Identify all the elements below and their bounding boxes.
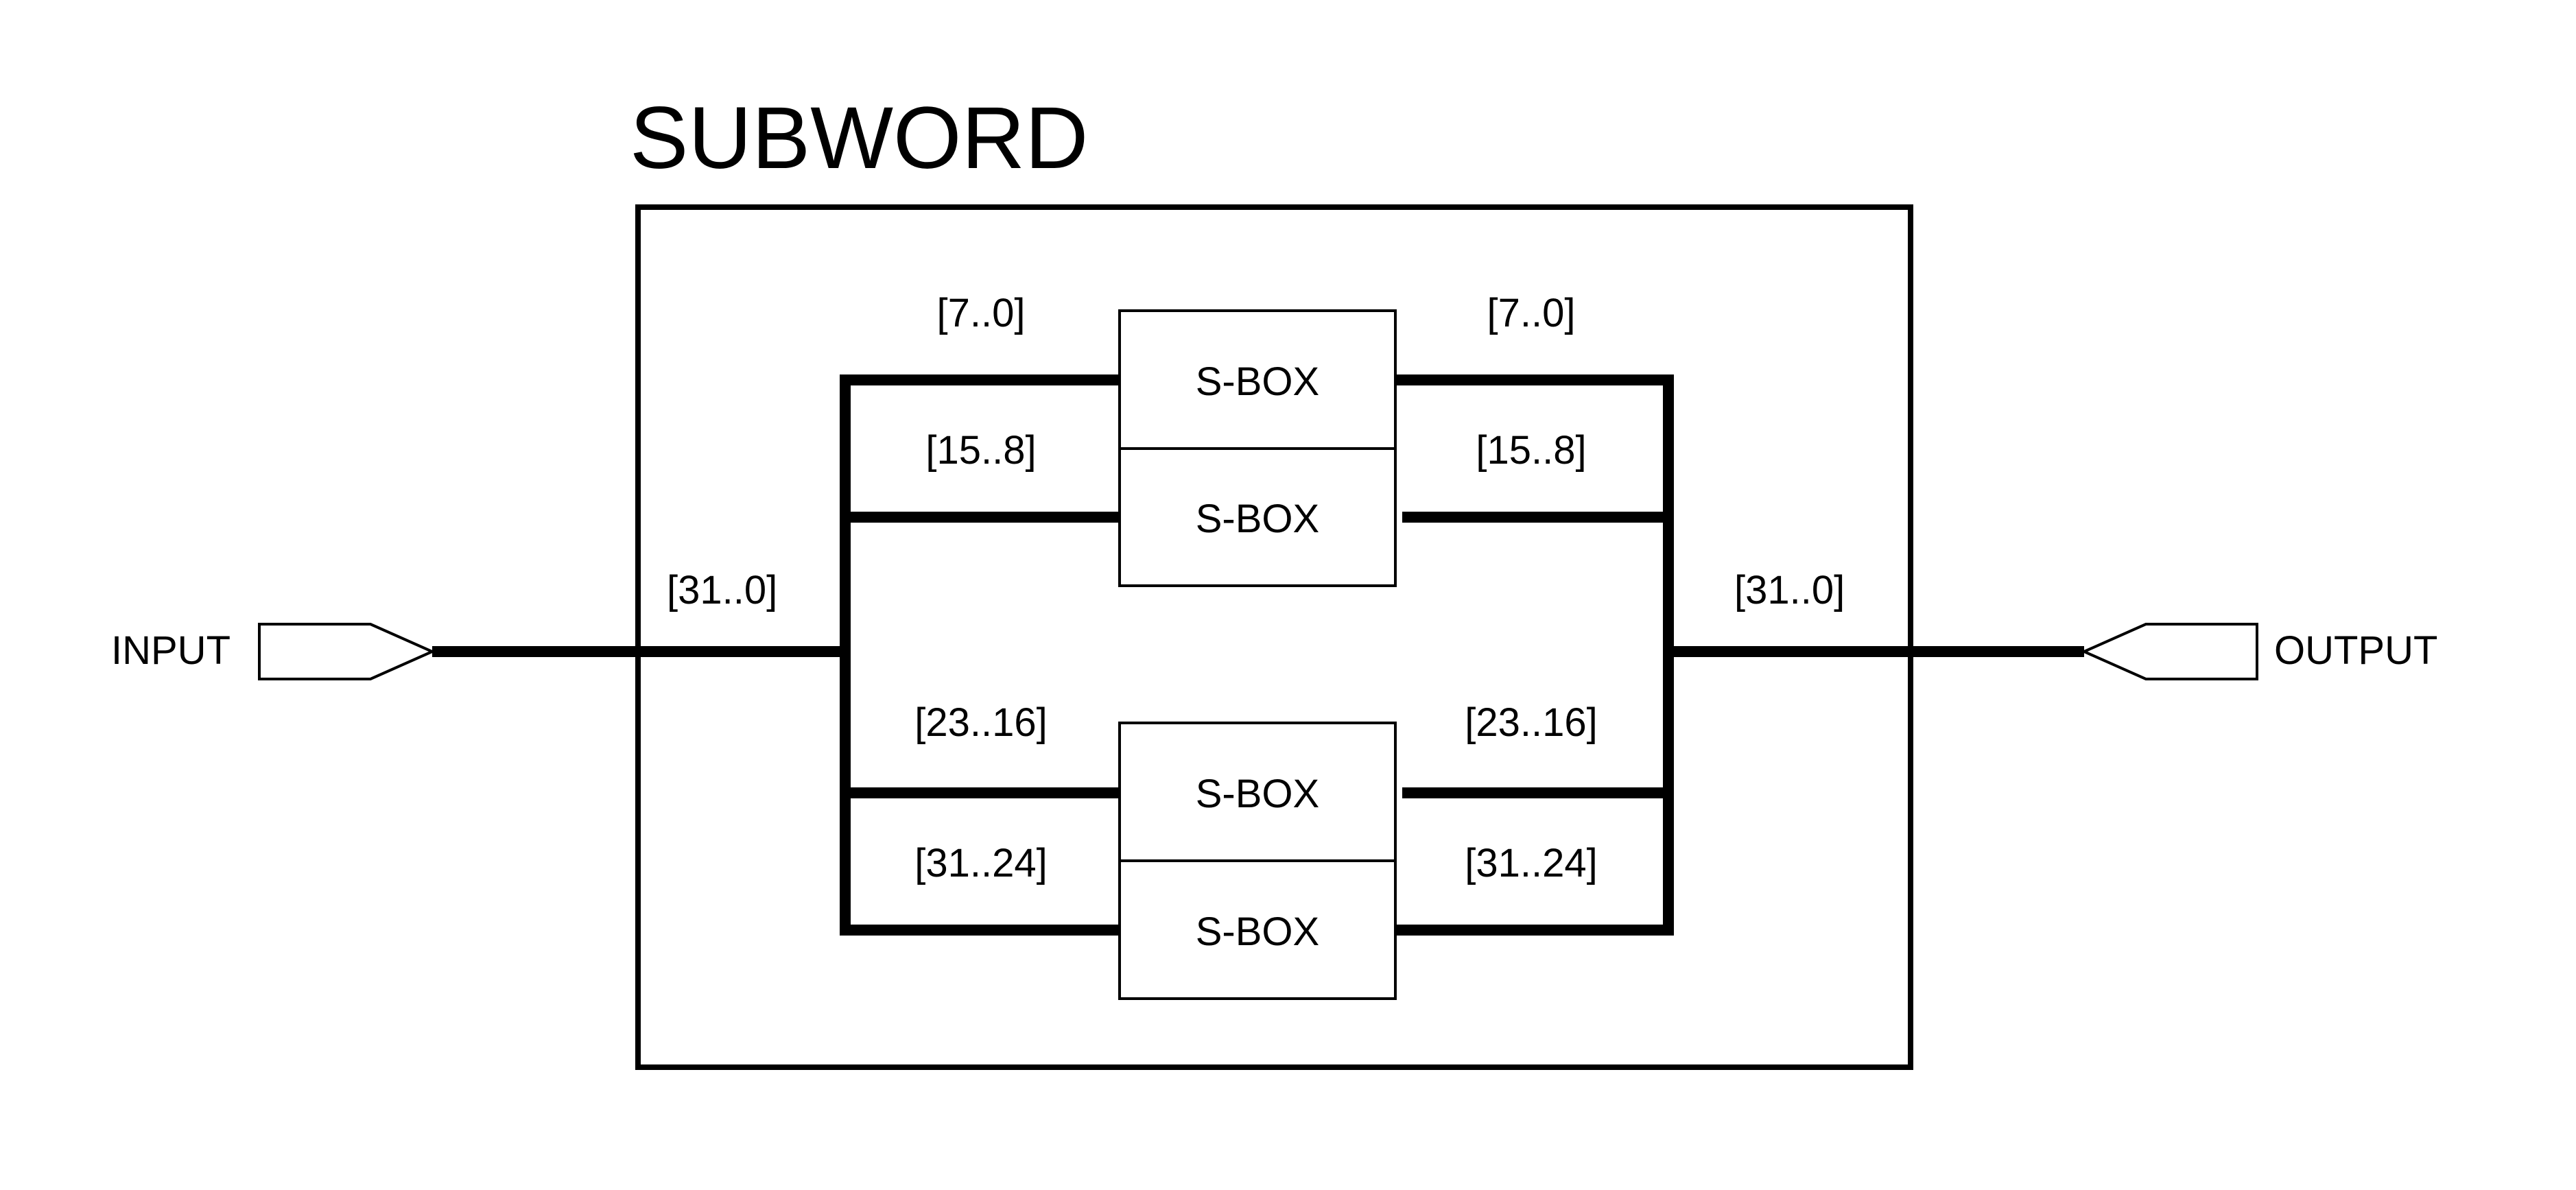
sbox-out-range-2: [23..16] [1465, 700, 1597, 745]
sbox-group-top [1118, 309, 1397, 587]
output-port-shape [2081, 623, 2258, 680]
output-bus-label: [31..0] [1734, 568, 1845, 612]
sbox-label-3: S-BOX [1196, 909, 1320, 954]
sbox-1 [1118, 447, 1397, 587]
sbox-group-bottom [1118, 722, 1397, 1000]
sbox-label-2: S-BOX [1196, 772, 1320, 816]
sbox-out-range-0: [7..0] [1487, 291, 1576, 335]
sbox-in-range-3: [31..24] [914, 841, 1047, 885]
diagram-title: SUBWORD [630, 89, 1088, 187]
input-port-label: INPUT [111, 628, 231, 673]
sbox-in-range-1: [15..8] [925, 428, 1036, 473]
input-port-shape [258, 623, 436, 680]
subword-block [635, 204, 1913, 1070]
sbox-out-range-3: [31..24] [1465, 841, 1597, 885]
sbox-label-1: S-BOX [1196, 497, 1320, 541]
sbox-3 [1118, 859, 1397, 1000]
sbox-in-range-0: [7..0] [937, 291, 1026, 335]
sbox-in-range-2: [23..16] [914, 700, 1047, 745]
sbox-out-range-1: [15..8] [1476, 428, 1586, 473]
sbox-label-0: S-BOX [1196, 359, 1320, 404]
output-port-label: OUTPUT [2274, 628, 2437, 673]
input-bus-label: [31..0] [667, 568, 777, 612]
